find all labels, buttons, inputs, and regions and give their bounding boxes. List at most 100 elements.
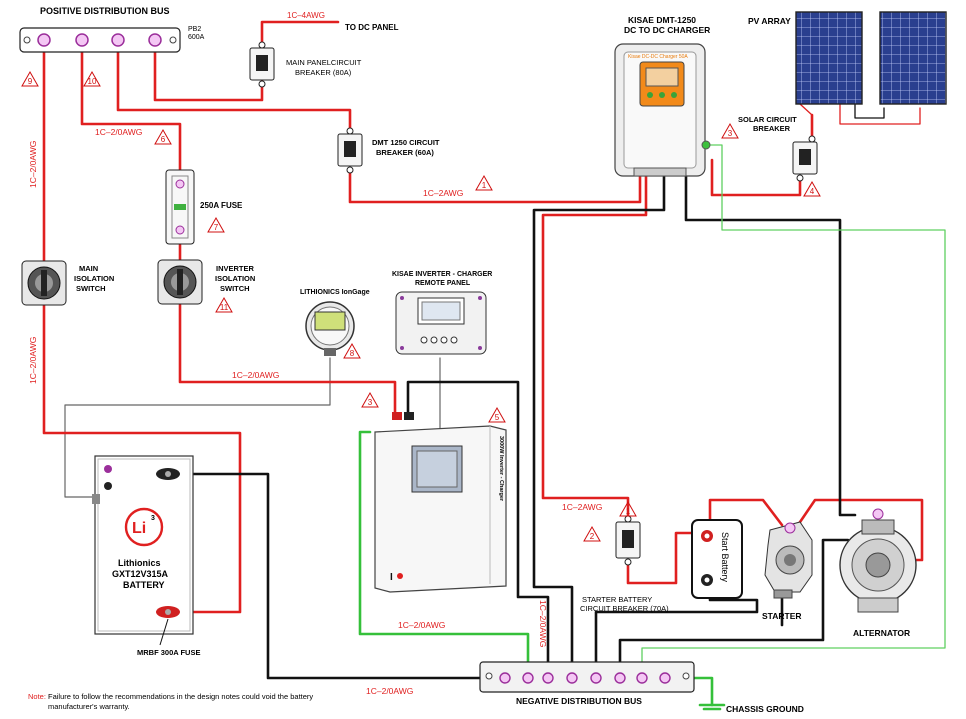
fuse-label: 250A FUSE [200, 201, 243, 210]
inv-iso-label-1: INVERTER [216, 264, 255, 273]
starter-battery-breaker [615, 515, 641, 566]
positive-distribution-bus [19, 27, 181, 53]
mrbf-fuse-leader [159, 618, 169, 646]
start-battery-text: Start Battery [720, 532, 730, 583]
solar-breaker-label-2: BREAKER [753, 124, 791, 133]
pb2-rating: 600A [188, 34, 205, 41]
chassis-ground-label: CHASSIS GROUND [726, 704, 804, 714]
battery-label-3: BATTERY [123, 580, 165, 590]
svg-text:2: 2 [590, 532, 595, 541]
wire-label-starter: 1C–2AWG [562, 502, 602, 512]
wires-signal [64, 357, 441, 498]
positive-bus-label: POSITIVE DISTRIBUTION BUS [40, 6, 170, 16]
fuse-250a [165, 169, 195, 245]
wires-ground-green [358, 144, 946, 711]
inverter-isolation-switch [157, 259, 203, 305]
callout-2: 2 [583, 525, 601, 542]
solar-breaker-label-1: SOLAR CIRCUIT [738, 115, 797, 124]
li-logo-sup: 3 [151, 515, 155, 522]
wire-label-green: 1C–2/0AWG [398, 620, 445, 630]
alternator [839, 508, 917, 613]
svg-text:3: 3 [728, 129, 733, 138]
callout-11: 11 [215, 296, 233, 313]
main-panel-breaker-label-2: BREAKER (80A) [295, 68, 352, 77]
pb2-label: PB2 [188, 26, 201, 33]
negative-distribution-bus [479, 661, 695, 693]
inv-iso-label-2: ISOLATION [215, 274, 255, 283]
note-line-2: manufacturer's warranty. [48, 702, 130, 711]
main-isolation-switch [21, 260, 67, 306]
svg-text:9: 9 [28, 77, 33, 86]
svg-text:10: 10 [88, 77, 97, 86]
battery-label-1: Lithionics [118, 558, 161, 568]
callout-3-solar: 3 [721, 122, 739, 139]
start-battery [691, 519, 743, 599]
wire-label-main-upper: 1C–2/0AWG [28, 141, 38, 188]
svg-text:7: 7 [214, 223, 219, 232]
main-iso-label-2: ISOLATION [74, 274, 114, 283]
svg-text:I: I [390, 572, 393, 583]
battery-label-2: GXT12V315A [112, 569, 169, 579]
wire-label-to-panel: 1C–4AWG [287, 11, 325, 20]
dmt-title-2: DC TO DC CHARGER [624, 25, 710, 35]
lithium-battery [92, 455, 194, 635]
callout-10: 10 [83, 70, 101, 87]
svg-text:3: 3 [368, 398, 373, 407]
pv-array-label: PV ARRAY [748, 16, 791, 26]
callout-6: 6 [154, 128, 172, 145]
iongage-meter [305, 301, 355, 356]
dmt-breaker [337, 127, 363, 174]
main-iso-label-3: SWITCH [76, 284, 106, 293]
main-panel-breaker-label-1: MAIN PANELCIRCUIT [286, 58, 362, 67]
wire-label-dmt: 1C–2AWG [423, 188, 463, 198]
wires-negative [183, 173, 857, 680]
dmt-breaker-label-2: BREAKER (60A) [376, 148, 434, 157]
alternator-label: ALTERNATOR [853, 628, 910, 638]
callout-1-starter: 1 [619, 500, 637, 517]
wire-label-neg-vertical: 1C–2/0AWG [538, 600, 548, 647]
iongage-label: LITHIONICS IonGage [300, 289, 370, 296]
main-panel-breaker [249, 41, 275, 88]
pv-array [795, 11, 947, 105]
wire-label-battery-neg: 1C–2/0AWG [366, 686, 413, 696]
svg-text:1: 1 [626, 507, 631, 516]
callout-8: 8 [343, 342, 361, 359]
svg-text:11: 11 [220, 303, 229, 312]
dmt-title-1: KISAE DMT-1250 [628, 15, 696, 25]
wires-pv [799, 102, 921, 125]
svg-text:4: 4 [810, 187, 815, 196]
callout-5: 5 [488, 406, 506, 423]
dc-dc-charger [614, 43, 711, 177]
mrbf-fuse-label: MRBF 300A FUSE [137, 648, 200, 657]
wire-label-fuse: 1C–2/0AWG [95, 127, 142, 137]
inverter-side-text: 3000W Inverter - Charger [498, 436, 504, 502]
main-iso-label-1: MAIN [79, 264, 98, 273]
remote-label-2: REMOTE PANEL [415, 280, 471, 287]
starter-label: STARTER [762, 611, 802, 621]
inverter-charger: I [374, 412, 507, 593]
starter-motor [764, 521, 813, 599]
inv-iso-label-3: SWITCH [220, 284, 250, 293]
wire-label-main-lower: 1C–2/0AWG [28, 337, 38, 384]
callout-1-dmt: 1 [475, 174, 493, 191]
to-dc-panel-label: TO DC PANEL [345, 23, 399, 32]
li-logo: Li [132, 520, 146, 537]
note-line-1: Failure to follow the recommendations in… [48, 692, 313, 701]
svg-text:1: 1 [482, 181, 487, 190]
callout-3-inverter: 3 [361, 391, 379, 408]
starter-breaker-label-1: STARTER BATTERY [582, 595, 652, 604]
svg-text:8: 8 [350, 349, 355, 358]
callout-9: 9 [21, 70, 39, 87]
remote-panel [395, 291, 487, 355]
svg-text:6: 6 [161, 135, 166, 144]
solar-breaker [792, 135, 818, 182]
negative-bus-label: NEGATIVE DISTRIBUTION BUS [516, 696, 642, 706]
note-label: Note: [28, 692, 46, 701]
wire-label-inverter: 1C–2/0AWG [232, 370, 279, 380]
dmt-brand-text: Kisae DC-DC Charger 50A [628, 54, 688, 60]
dmt-breaker-label-1: DMT 1250 CIRCUIT [372, 138, 440, 147]
starter-breaker-label-2: CIRCUIT BREAKER (70A) [580, 604, 669, 613]
callout-4: 4 [803, 180, 821, 197]
remote-label-1: KISAE INVERTER - CHARGER [392, 271, 492, 278]
